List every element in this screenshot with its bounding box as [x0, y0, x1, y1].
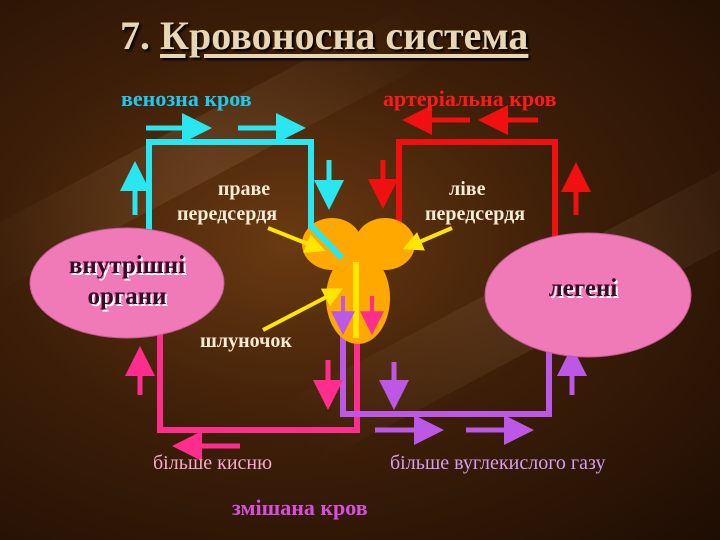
organs-label-line2: органи [87, 283, 166, 310]
more-oxygen-label: більше кисню [153, 452, 273, 474]
right-atrium-label-line1: праве [217, 178, 271, 200]
more-co2-label: більше вуглекислого газу [390, 452, 606, 474]
slide-number: 7. [120, 13, 150, 58]
mixed-blood-label: змішана кров [232, 495, 368, 520]
left-atrium-pointer [402, 226, 453, 251]
lungs-shape [484, 232, 692, 358]
left-atrium-label-line2: передсердя [425, 203, 526, 225]
arterial-blood-label: артеріальна кров [383, 86, 557, 111]
mixed-vessel-purple [340, 300, 552, 417]
venous-blood-label: венозна кров [121, 86, 252, 111]
ventricle-label: шлуночок [200, 330, 292, 352]
right-atrium-label-line2: передсердя [177, 203, 278, 225]
venous-vessel-tip [307, 222, 345, 261]
lungs-label-shadow: легені [551, 277, 620, 304]
organs-label-shadow: органи [89, 285, 168, 312]
slide-title-text: Кровоносна система [160, 13, 529, 58]
internal-organs-shape [29, 227, 225, 339]
left-atrium-label-line1: ліве [449, 178, 486, 200]
arterial-vessel [396, 139, 558, 260]
organs-label-line1: внутрішні [69, 252, 185, 279]
mixed-vessel-pink [157, 330, 360, 433]
slide-title: 7.Кровоносна система [120, 12, 528, 59]
ventricle-pointer [262, 288, 344, 332]
right-atrium-pointer [267, 226, 326, 253]
lungs-label: легені [549, 275, 618, 302]
organs-label-shadow: внутрішні [71, 254, 187, 281]
